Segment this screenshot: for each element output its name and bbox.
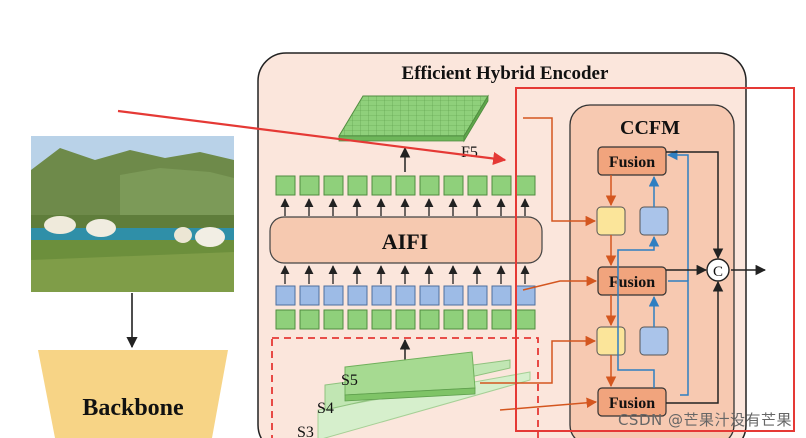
green-token [395, 309, 416, 330]
highlight-pointer-arrow [117, 109, 507, 166]
green-token [515, 175, 536, 196]
upsample-box-1 [596, 206, 626, 236]
aifi-output-token-row [275, 175, 536, 196]
blue-token [395, 285, 416, 306]
ccfm-title: CCFM [620, 117, 680, 139]
position-embedding-token-row [275, 285, 536, 306]
green-token [299, 175, 320, 196]
green-token [467, 309, 488, 330]
blue-token [371, 285, 392, 306]
aifi-output-arrows [280, 198, 530, 216]
green-token [299, 309, 320, 330]
blue-token [467, 285, 488, 306]
green-token [371, 175, 392, 196]
sheep-photo [31, 136, 234, 292]
fusion-box-middle: Fusion [597, 266, 667, 296]
conv-box-1 [639, 206, 669, 236]
s4-label: S4 [317, 400, 334, 417]
fusion-middle-label: Fusion [609, 274, 655, 291]
blue-token [275, 285, 296, 306]
green-token [323, 309, 344, 330]
conv-box-2 [639, 326, 669, 356]
blue-token [443, 285, 464, 306]
s5-flatten-token-row [275, 309, 536, 330]
green-token [467, 175, 488, 196]
ccfm-concat-arrows [666, 151, 767, 404]
ccfm-highlight-box [515, 87, 795, 432]
aifi-input-arrows [280, 265, 530, 284]
green-token [395, 175, 416, 196]
blue-token [347, 285, 368, 306]
fusion-bottom-label: Fusion [609, 395, 655, 412]
multiscale-feature-stack [317, 351, 531, 438]
blue-token [323, 285, 344, 306]
green-token [491, 309, 512, 330]
encoder-title: Efficient Hybrid Encoder [402, 63, 609, 84]
aifi-label: AIFI [382, 229, 428, 254]
watermark-text: CSDN @芒果汁没有芒果 [617, 411, 792, 429]
blue-token [491, 285, 512, 306]
s5-label: S5 [341, 372, 358, 389]
backbone-block: Backbone [38, 350, 228, 438]
green-token [419, 175, 440, 196]
green-token [347, 309, 368, 330]
backbone-features-dashed-box [271, 337, 539, 438]
concat-node: C [706, 258, 730, 282]
s3-label: S3 [297, 424, 314, 438]
green-token [443, 175, 464, 196]
ccfm-blue-arrows [617, 149, 689, 396]
upsample-box-2 [596, 326, 626, 356]
green-token [419, 309, 440, 330]
fusion-top-label: Fusion [609, 154, 655, 171]
green-token [347, 175, 368, 196]
green-token [275, 309, 296, 330]
green-token [371, 309, 392, 330]
green-token [275, 175, 296, 196]
green-token [323, 175, 344, 196]
backbone-label: Backbone [82, 395, 184, 421]
green-token [515, 309, 536, 330]
concat-symbol: C [713, 264, 723, 280]
f5-feature-map [338, 94, 489, 143]
aifi-block [269, 216, 543, 264]
blue-token [419, 285, 440, 306]
fusion-box-bottom: Fusion [597, 387, 667, 417]
fusion-box-top: Fusion [597, 146, 667, 176]
f5-label: F5 [461, 144, 478, 161]
blue-token [299, 285, 320, 306]
green-token [491, 175, 512, 196]
green-token [443, 309, 464, 330]
